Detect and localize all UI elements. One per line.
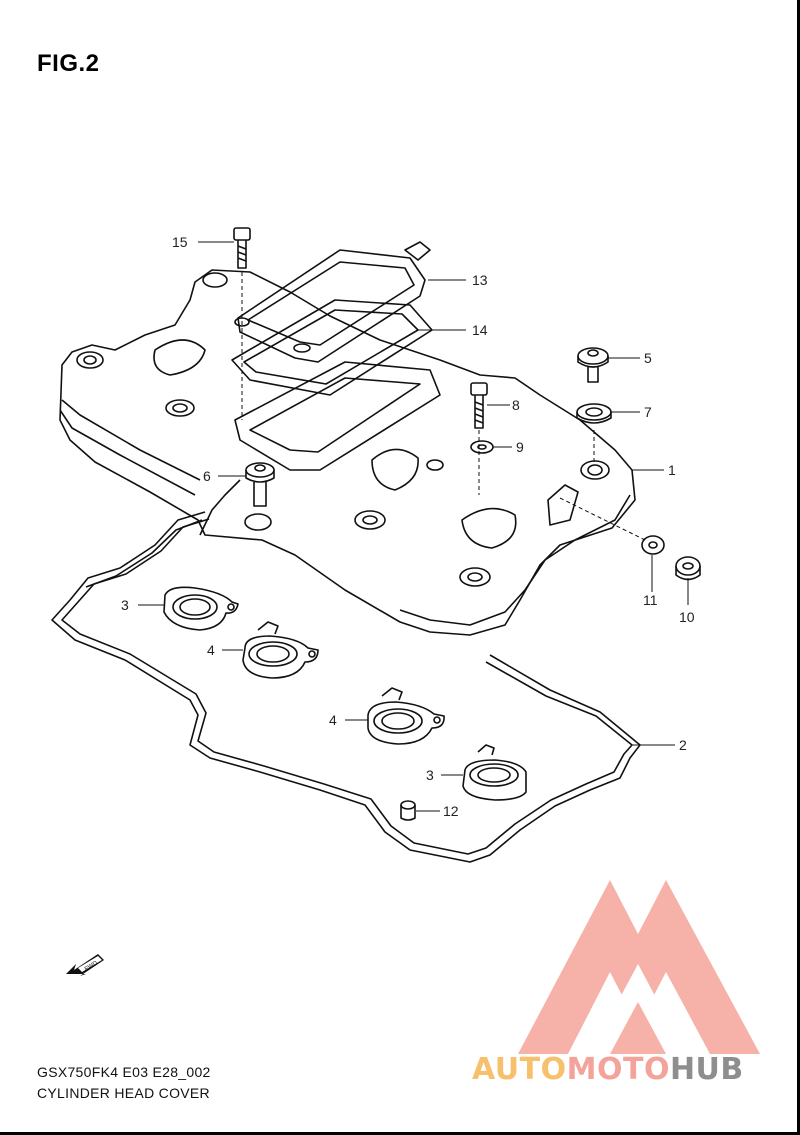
seal-4-upper: [242, 621, 319, 679]
cylinder-head-cover: [59, 269, 636, 636]
washer-11: [559, 497, 665, 555]
bolt-6: [245, 462, 275, 507]
automotohub-logo: [518, 880, 760, 1054]
model-code: GSX750FK4 E03 E28_002: [37, 1064, 211, 1080]
bolt-8: [470, 382, 488, 495]
callout-10: 10: [679, 609, 695, 625]
plug-10: [675, 556, 701, 581]
seal-4-lower: [367, 687, 445, 745]
part-title: CYLINDER HEAD COVER: [37, 1085, 210, 1101]
cover-gasket: [51, 511, 641, 863]
bolt-5: [577, 347, 609, 383]
fwd-arrow-icon: FWD: [66, 954, 104, 976]
grommet-7: [576, 403, 612, 465]
callout-15: 15: [172, 234, 188, 250]
callout-11: 11: [643, 592, 658, 608]
callout-6: 6: [203, 468, 211, 484]
washer-9: [470, 440, 494, 454]
callout-7: 7: [644, 404, 652, 420]
figure-title: FIG.2: [37, 50, 100, 77]
callout-14: 14: [472, 322, 488, 338]
callout-1: 1: [668, 462, 676, 478]
callout-4-lower: 4: [329, 712, 337, 728]
bolt-15: [233, 227, 251, 420]
callout-2: 2: [679, 737, 687, 753]
callout-3-lower: 3: [426, 767, 434, 783]
seal-3-upper: [163, 586, 239, 631]
seal-3-lower: [462, 744, 527, 801]
callout-5: 5: [644, 350, 652, 366]
automotohub-wordmark: AUTOMOTOHUB: [472, 1052, 744, 1087]
wordmark-auto: AUTO: [472, 1052, 567, 1087]
leader-lines: [138, 241, 689, 812]
wordmark-hub: HUB: [669, 1052, 744, 1087]
callout-9: 9: [516, 439, 524, 455]
callout-8: 8: [512, 397, 520, 413]
callout-12: 12: [443, 803, 459, 819]
callout-13: 13: [472, 272, 488, 288]
callout-4-upper: 4: [207, 642, 215, 658]
callout-3-upper: 3: [121, 597, 129, 613]
breather-chamber: [234, 361, 441, 471]
dowel-pin-12: [400, 800, 416, 821]
wordmark-moto: MOTO: [566, 1052, 670, 1087]
